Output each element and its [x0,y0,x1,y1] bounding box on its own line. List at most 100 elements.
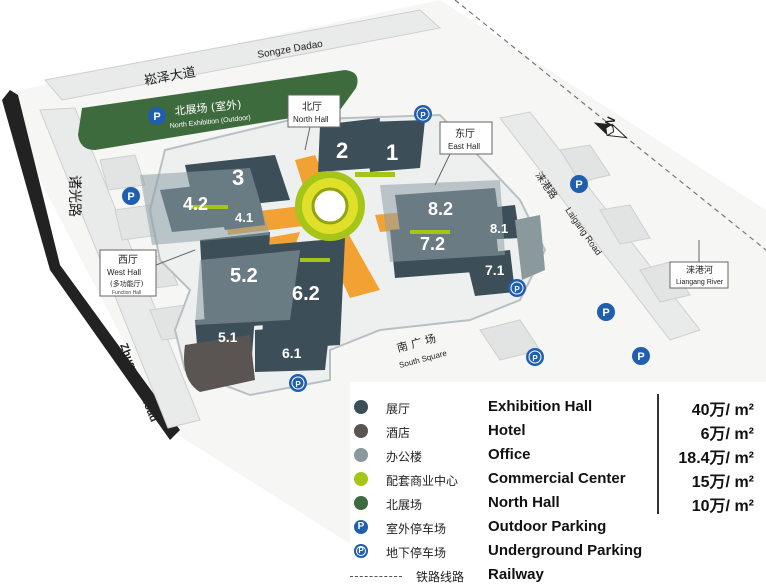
central-ring-hole [311,187,349,225]
svg-text:(多功能厅): (多功能厅) [110,279,144,288]
hall-label-3: 3 [232,165,244,190]
svg-text:Liangang River: Liangang River [676,279,724,286]
legend-row: P 室外停车场 Outdoor Parking [350,516,766,540]
legend-label-en: Underground Parking [488,542,643,559]
legend-row: 北展场 North Hall 10万/ m² [350,492,766,516]
legend-swatch [354,472,368,486]
outdoor-parking-icon-2: P [570,175,588,193]
legend-label-cn: 室外停车场 [386,522,447,536]
hall-label-6-2: 6.2 [292,283,320,305]
hall-label-4-2: 4.2 [183,194,208,214]
hall-label-6-1: 6.1 [282,345,302,361]
map-edge-shadow [2,90,180,440]
outdoor-parking-icon-1: P [122,187,140,205]
svg-text:P: P [575,179,582,191]
legend-area-value: 10万/ m² [691,498,754,515]
underground-parking-icon-1: P [508,279,526,297]
legend-swatch [354,448,368,462]
svg-text:P: P [153,111,160,123]
hall-label-1: 1 [386,140,398,165]
svg-text:East Hall: East Hall [448,142,480,151]
legend-row: 铁路线路 Railway [350,564,766,588]
underground-parking-icon-2: P [289,374,307,392]
legend-label-cn: 办公楼 [386,450,423,464]
svg-text:P: P [127,191,134,203]
office-block [515,215,545,280]
zhuguang-label-cn: 诸光路 [66,175,82,217]
legend-label-cn: 北展场 [386,498,423,512]
railway-legend-icon [350,576,402,577]
legend-row: 配套商业中心 Commercial Center 15万/ m² [350,468,766,492]
outdoor-parking-icon-0: P [148,107,166,125]
callout-river: 涞港河 Liangang River [669,240,729,289]
parking-icons: P P P P P P P P P [122,105,650,392]
callout-west-hall: 西厅 West Hall (多功能厅) Function Hall [99,249,196,297]
compass [593,122,628,139]
hall-label-8-1: 8.1 [490,221,508,236]
svg-text:P: P [420,111,426,120]
underground-parking-icon-3: P [526,348,544,366]
svg-text:东厅: 东厅 [455,127,475,140]
commercial-strips [190,172,450,262]
svg-text:P: P [532,354,538,363]
svg-text:North Hall: North Hall [293,115,329,124]
legend-label-cn: 地下停车场 [386,546,447,560]
legend-area-value: 6万/ m² [700,426,754,443]
songze-road [44,9,442,101]
legend-label-cn: 配套商业中心 [386,474,459,488]
hall-label-5-2: 5.2 [230,265,258,287]
svg-text:P: P [514,285,520,294]
legend-row: 展厅 Exhibition Hall 40万/ m² [350,396,766,420]
legend-label-en: Exhibition Hall [488,398,593,415]
legend-label-cn: 铁路线路 [416,570,465,584]
hall-2 [318,118,380,172]
outdoor-parking-icon-4: P [632,347,650,365]
svg-text:West Hall: West Hall [107,268,141,277]
legend-row: 酒店 Hotel 6万/ m² [350,420,766,444]
callout-east-hall: 东厅 East Hall [434,121,493,186]
hall-label-2: 2 [336,138,348,163]
legend-label-en: North Hall [488,494,560,511]
legend-area-value: 15万/ m² [691,474,754,491]
hotel-block [184,335,255,392]
svg-text:P: P [295,380,301,389]
legend-label-en: Office [488,446,531,463]
svg-text:Function Hall: Function Hall [112,290,141,296]
hall-1 [365,120,425,172]
hall-label-7-2: 7.2 [420,234,445,254]
hall-6-1 [255,325,330,372]
legend-area-value: 40万/ m² [691,402,754,419]
legend-label-en: Hotel [488,422,526,439]
underground-parking-icon-0: P [414,105,432,123]
legend-label-cn: 展厅 [386,402,411,416]
legend-label-en: Commercial Center [488,470,626,487]
hall-label-4-1: 4.1 [235,210,253,225]
hall-label-5-1: 5.1 [218,329,238,345]
svg-text:涞港河: 涞港河 [686,264,713,276]
legend-area-value: 18.4万/ m² [678,450,754,467]
legend-swatch [354,400,368,414]
svg-text:北厅: 北厅 [302,101,322,113]
underground-parking-icon: P [354,544,368,558]
legend-label-en: Outdoor Parking [488,518,607,535]
legend-swatch [354,424,368,438]
svg-text:P: P [637,351,644,363]
outdoor-parking-icon-3: P [597,303,615,321]
legend-label-cn: 酒店 [386,426,411,440]
callout-north-hall: 北厅 North Hall [287,94,341,151]
hall-label-8-2: 8.2 [428,199,453,219]
legend-swatch [354,496,368,510]
svg-text:西厅: 西厅 [118,255,138,266]
legend-divider [657,394,659,514]
legend-row: P 地下停车场 Underground Parking [350,540,766,564]
outdoor-parking-icon: P [354,520,368,534]
hall-label-7-1: 7.1 [485,262,505,278]
legend-label-en: Railway [488,566,544,583]
hall-labels: 3 2 1 4.2 4.1 8.2 8.1 7.2 7.1 5.2 6.2 5.… [183,138,508,361]
hall-7-1 [465,250,515,296]
svg-text:P: P [602,307,609,319]
north-exhibition-field [78,70,358,150]
legend-row: 办公楼 Office 18.4万/ m² [350,444,766,468]
